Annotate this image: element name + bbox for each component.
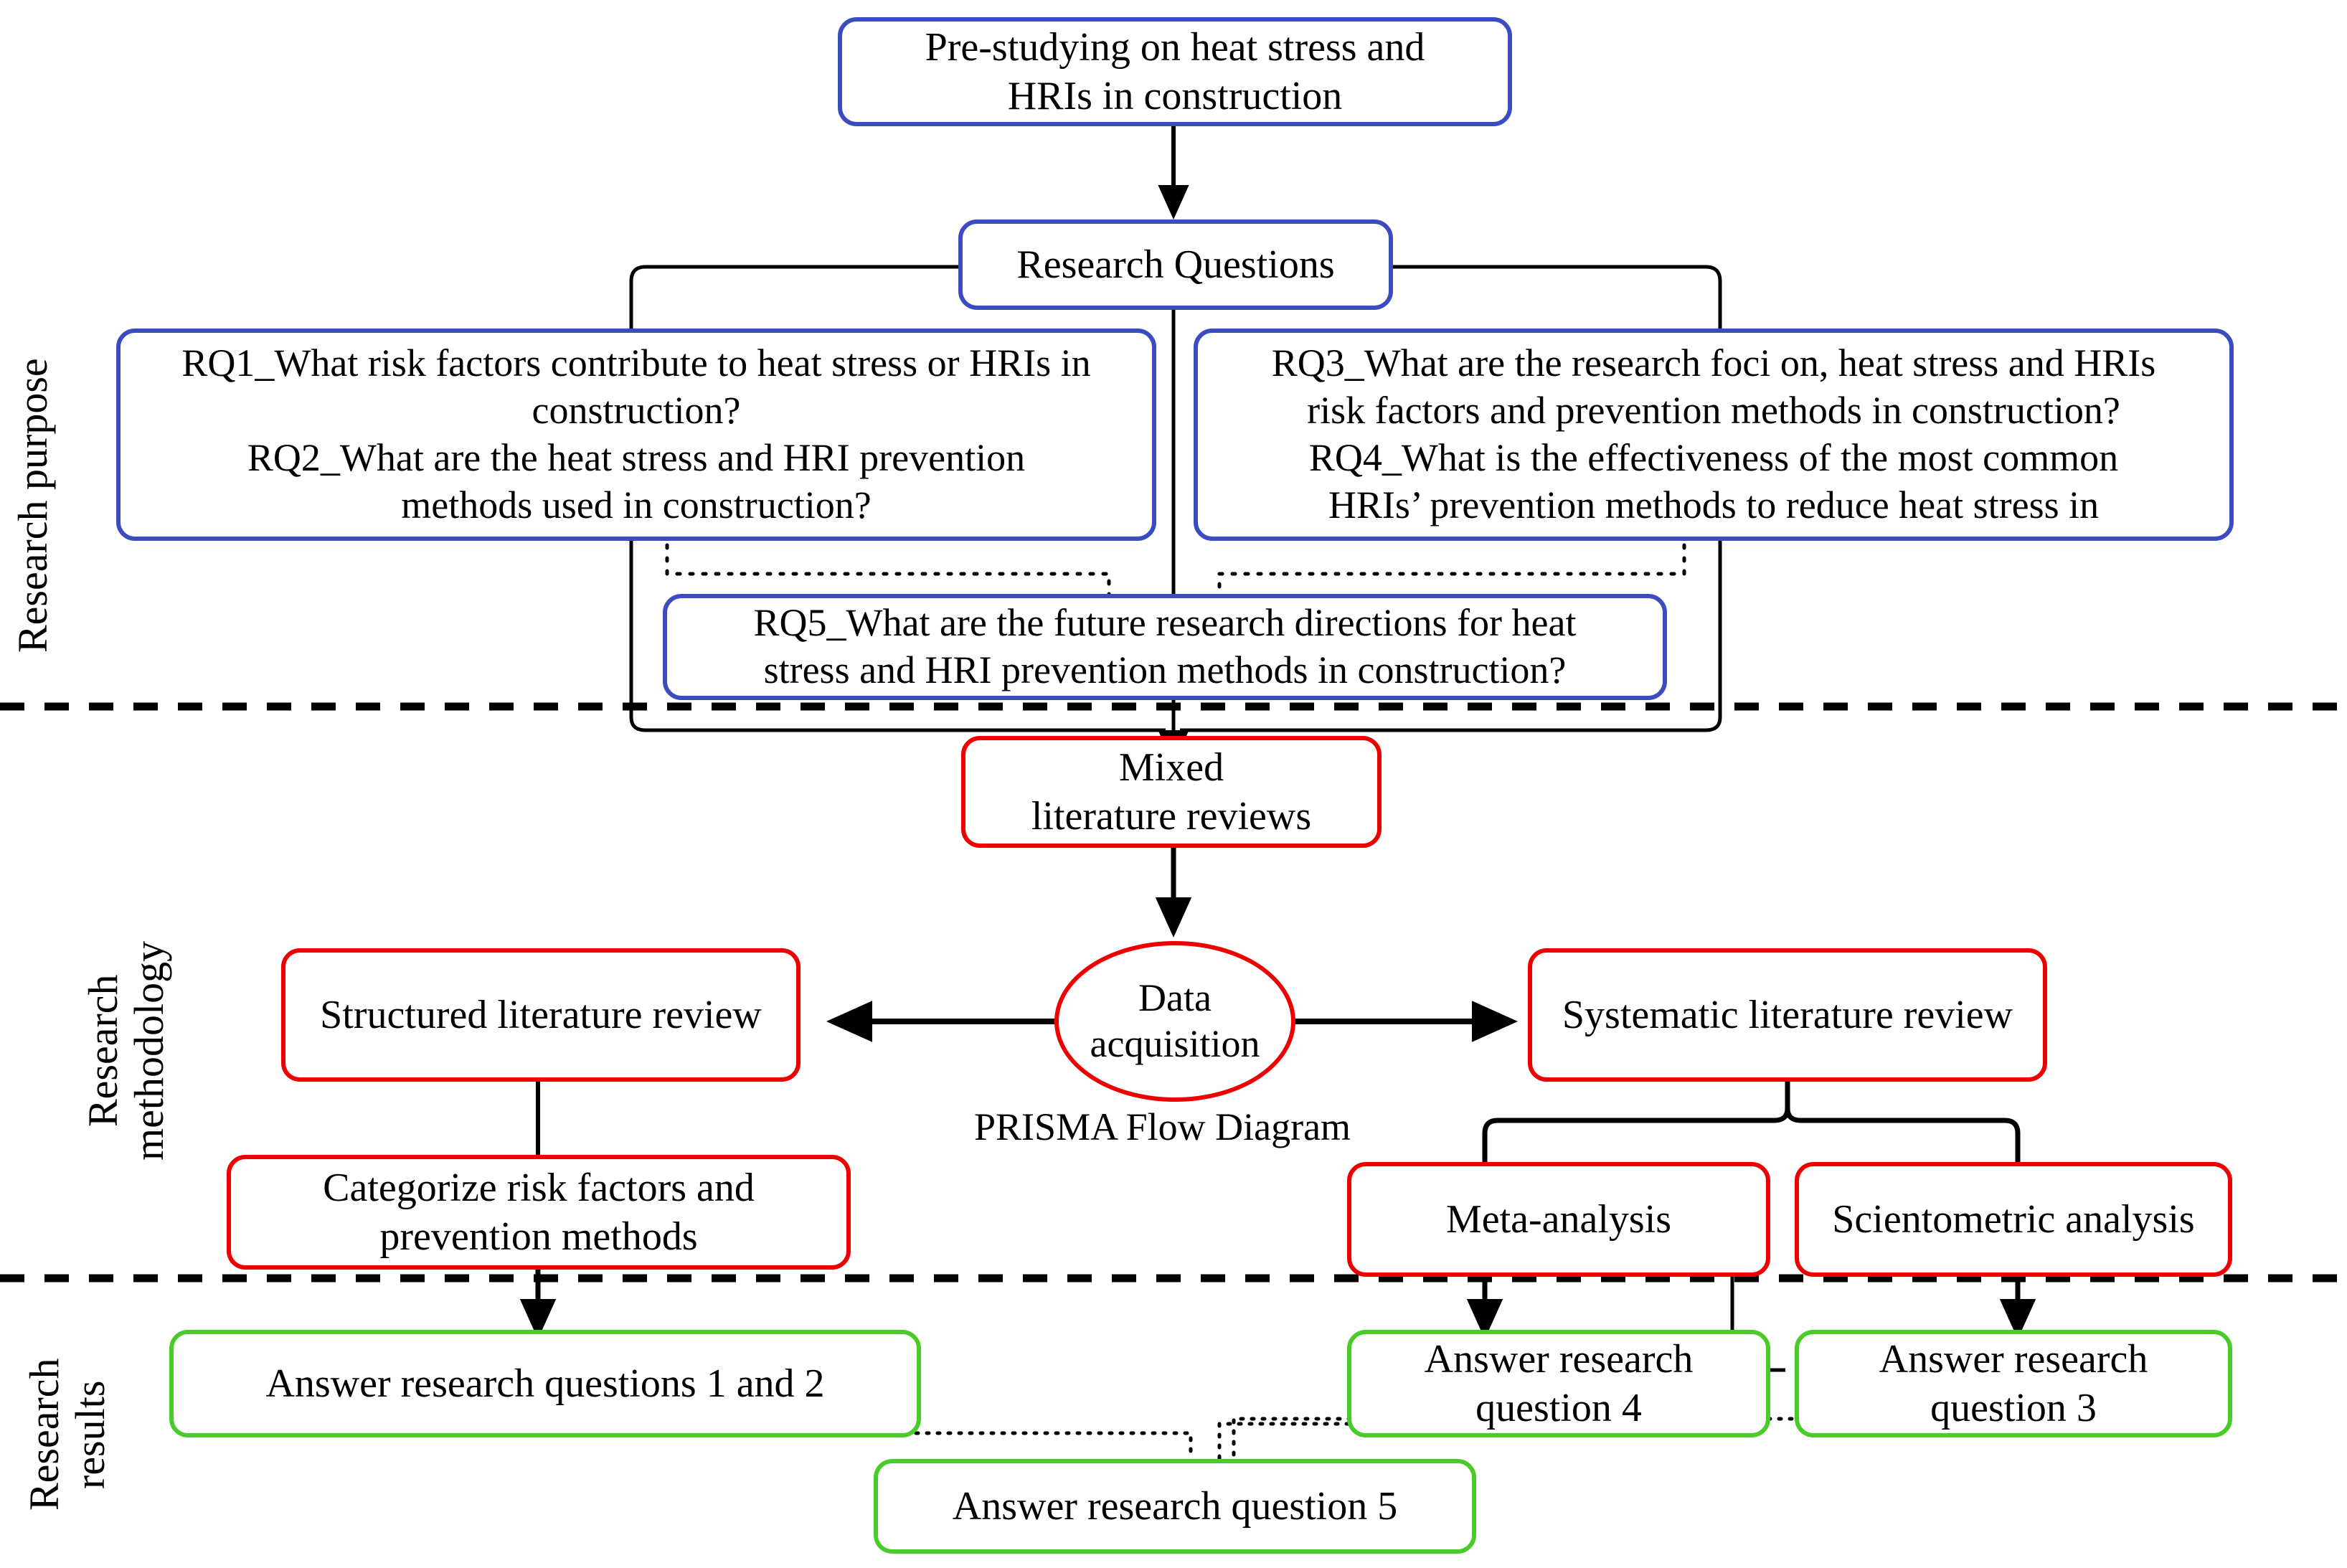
node-answer-questions-1-and-2[interactable]: Answer research questions 1 and 2 <box>169 1330 921 1437</box>
caption-prisma-flow-diagram: PRISMA Flow Diagram <box>974 1105 1351 1148</box>
node-data-acquisition[interactable]: Data acquisition <box>1054 941 1295 1102</box>
node-answer-question-4[interactable]: Answer research question 4 <box>1347 1330 1770 1437</box>
section-label-research-methodology: Research methodology <box>80 940 172 1161</box>
node-answer-question-3[interactable]: Answer research question 3 <box>1795 1330 2232 1437</box>
node-pre-studying[interactable]: Pre-studying on heat stress and HRIs in … <box>838 17 1512 126</box>
node-meta-analysis[interactable]: Meta-analysis <box>1347 1162 1770 1277</box>
node-scientometric-analysis[interactable]: Scientometric analysis <box>1795 1162 2232 1277</box>
section-label-research-results: Research results <box>21 1358 113 1511</box>
node-research-questions[interactable]: Research Questions <box>958 219 1393 310</box>
node-categorize-risk-factors[interactable]: Categorize risk factors and prevention m… <box>227 1155 851 1270</box>
node-systematic-literature-review[interactable]: Systematic literature review <box>1528 948 2047 1082</box>
section-label-research-purpose: Research purpose <box>9 358 56 653</box>
node-rq3-rq4[interactable]: RQ3_What are the research foci on, heat … <box>1194 329 2234 541</box>
dotted-rq-left-to-rq5 <box>665 543 1111 598</box>
node-rq1-rq2[interactable]: RQ1_What risk factors contribute to heat… <box>116 329 1156 541</box>
dotted-rq-right-to-rq5 <box>1217 543 1686 598</box>
node-structured-literature-review[interactable]: Structured literature review <box>281 948 801 1082</box>
bracket-systematic-split <box>1482 1082 1790 1162</box>
node-answer-question-5[interactable]: Answer research question 5 <box>874 1459 1476 1554</box>
node-rq5[interactable]: RQ5_What are the future research directi… <box>663 594 1667 700</box>
node-mixed-literature-reviews[interactable]: Mixed literature reviews <box>961 736 1382 848</box>
bracket-systematic-split-right <box>1785 1107 2021 1162</box>
